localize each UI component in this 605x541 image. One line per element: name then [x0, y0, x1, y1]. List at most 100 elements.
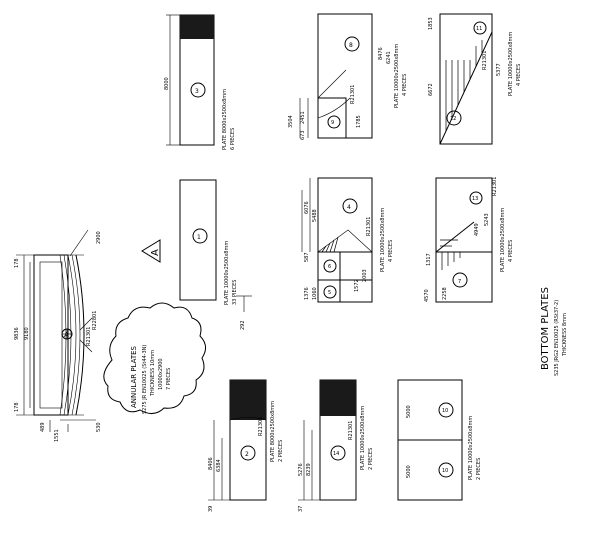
- part-4-dim-6076: 6076: [304, 201, 310, 214]
- part-14-label: PLATE 10000x2500x8mm: [360, 406, 366, 470]
- part-13-dim-2258: 2258: [442, 287, 448, 300]
- part-8-pieces: 4 PIECES: [402, 74, 408, 96]
- part-3-number: 3: [195, 88, 199, 95]
- part-8-dim-3504: 3504: [288, 115, 294, 128]
- part-14-dim-5276: 5276: [298, 463, 304, 476]
- part-1-pieces: 33 PIECES: [232, 280, 238, 305]
- bottom-plates-title: BOTTOM PLATES: [540, 287, 551, 370]
- part-2-dim-6384: 6384: [216, 459, 222, 472]
- part-4-dim-1060: 1060: [312, 287, 318, 300]
- part-3: 3 8000 PLATE 8000x2500x8mm 6 PIECES: [164, 14, 236, 150]
- part-10-label: PLATE 10000x2500x8mm: [468, 416, 474, 480]
- part-4-dim-1572: 1572: [354, 279, 360, 292]
- annular-radius-r22801: R22801: [92, 311, 98, 330]
- part-8-small-number: 9: [331, 120, 334, 126]
- part-10: 10 10 5000 5000 PLATE 10000x2500x8mm 2 P…: [397, 379, 482, 501]
- annular-cloud-note: ANNULAR PLATES S275 JR EN10025 (St44-3N)…: [103, 302, 206, 414]
- part-4: 4 6 5 6076 5488 R21301 587 1572 1376 200…: [301, 177, 394, 303]
- part-14-dim-8239: 8239: [306, 463, 312, 476]
- part-2-label: PLATE 8000x2500x8mm: [270, 401, 276, 462]
- annular-dim-489: 489: [40, 422, 46, 432]
- annular-dim-530: 530: [96, 422, 102, 432]
- part-8: 8 9 3504 2451 673 8476 6241 R21301 1785 …: [288, 13, 408, 140]
- bottom-plates-title-block: BOTTOM PLATES S235 JRG2 EN10025 (RSt37-2…: [540, 287, 568, 376]
- part-8-dim-2451: 2451: [300, 111, 306, 124]
- detail-a-letter: A: [150, 249, 161, 256]
- annular-dim-9836: 9836: [14, 327, 20, 340]
- part-4-dim-587: 587: [304, 252, 310, 262]
- annular-dim-178-bottom: 178: [14, 402, 20, 412]
- part-4-radius: R21301: [366, 217, 372, 236]
- part-13-number: 13: [472, 196, 478, 202]
- annular-thickness: THICKNESS 10mm: [150, 350, 156, 397]
- part-10-number-a: 10: [442, 408, 448, 414]
- part-1-number: 1: [197, 234, 201, 241]
- part-13-hatch: [440, 239, 461, 270]
- part-4-label: PLATE 10000x2500x8mm: [380, 208, 386, 272]
- part-1: 1 PLATE 10000x2500x8mm 33 PIECES 292: [179, 179, 252, 330]
- part-13: 13 7 4949 5243 1317 4570 2258 R21301 PLA…: [424, 177, 514, 303]
- part-11-pieces: 4 PIECES: [516, 64, 522, 86]
- part-14: 14 5276 8239 37 R21301 PLATE 10000x2500x…: [298, 379, 374, 512]
- part-11-dim-5377: 5377: [496, 63, 502, 76]
- part-2-dim-39: 39: [208, 506, 214, 512]
- part-12-number: 12: [450, 116, 456, 122]
- annular-title: ANNULAR PLATES: [130, 345, 138, 408]
- part-10-dim-b: 5000: [406, 465, 412, 478]
- part-5-number: 5: [328, 290, 331, 296]
- detail-a-marker: A: [141, 239, 161, 263]
- annular-pieces: 7 PIECES: [166, 368, 172, 390]
- part-8-dim-6241: 6241: [386, 51, 392, 64]
- part-13-label: PLATE 10000x2500x8mm: [500, 208, 506, 272]
- part-1-dim-292: 292: [240, 320, 246, 330]
- part-2-dim-8406: 8406: [208, 457, 214, 470]
- part-2-radius: R21301: [258, 417, 264, 436]
- part-1-label: PLATE 10000x2500x8mm: [224, 241, 230, 305]
- annular-plate-drawing: 9836 9180 178 178 2900 R21301 R22801 155…: [14, 229, 102, 442]
- part-8-radius: R21301: [350, 85, 356, 104]
- annular-size: 10000x2900: [158, 358, 164, 390]
- part-8-dim-8476: 8476: [378, 47, 384, 60]
- part-8-number: 8: [349, 42, 353, 49]
- part-8-dim-1785: 1785: [356, 115, 362, 128]
- part-3-dim: 8000: [164, 77, 170, 90]
- part-14-radius: R21301: [348, 421, 354, 440]
- part-11-label: PLATE 10000x2500x8mm: [508, 32, 514, 96]
- annular-dim-9180: 9180: [24, 327, 30, 340]
- part-10-dim-a: 5000: [406, 405, 412, 418]
- part-7-number: 7: [458, 279, 461, 285]
- part-11: 11 12 1853 5377 6672 R21301 PLATE 10000x…: [428, 13, 522, 145]
- part-13-dim-4570: 4570: [424, 289, 430, 302]
- part-13-radius: R21301: [492, 177, 498, 196]
- part-14-number: 14: [333, 451, 339, 457]
- part-2-number: 2: [245, 451, 249, 458]
- annular-radius-r21301: R21301: [86, 327, 92, 346]
- part-11-dim-6672: 6672: [428, 83, 434, 96]
- part-4-number: 4: [347, 204, 351, 211]
- part-6-number: 6: [328, 264, 331, 270]
- part-10-pieces: 2 PIECES: [476, 458, 482, 480]
- part-4-hatch: [321, 236, 339, 253]
- annular-dim-178-top: 178: [14, 258, 20, 268]
- part-4-dim-1376: 1376: [304, 287, 310, 300]
- part-2: 2 8406 6384 R21301 39 PLATE 8000x2500x8m…: [208, 379, 284, 512]
- part-13-dim-5243: 5243: [484, 213, 490, 226]
- part-13-pieces: 4 PIECES: [508, 240, 514, 262]
- part-3-label: PLATE 8000x2500x8mm: [222, 89, 228, 150]
- part-11-dim-1853: 1853: [428, 17, 434, 30]
- part-2-pieces: 2 PIECES: [278, 440, 284, 462]
- part-13-dim-4949: 4949: [474, 223, 480, 236]
- part-4-dim-5488: 5488: [312, 209, 318, 222]
- part-3-pieces: 6 PIECES: [230, 128, 236, 150]
- part-14-dim-37: 37: [298, 506, 304, 512]
- part-14-pieces: 2 PIECES: [368, 448, 374, 470]
- annular-circle-label: A: [64, 331, 69, 339]
- part-8-label: PLATE 10000x2500x8mm: [394, 44, 400, 108]
- bottom-plates-spec: S235 JRG2 EN10025 (RSt37-2): [554, 300, 560, 376]
- part-10-number-b: 10: [442, 468, 448, 474]
- annular-dim-2900: 2900: [96, 231, 102, 244]
- part-4-pieces: 4 PIECES: [388, 240, 394, 262]
- part-11-hatch: [445, 40, 483, 131]
- bottom-plates-thickness: THICKNESS 8mm: [562, 313, 568, 357]
